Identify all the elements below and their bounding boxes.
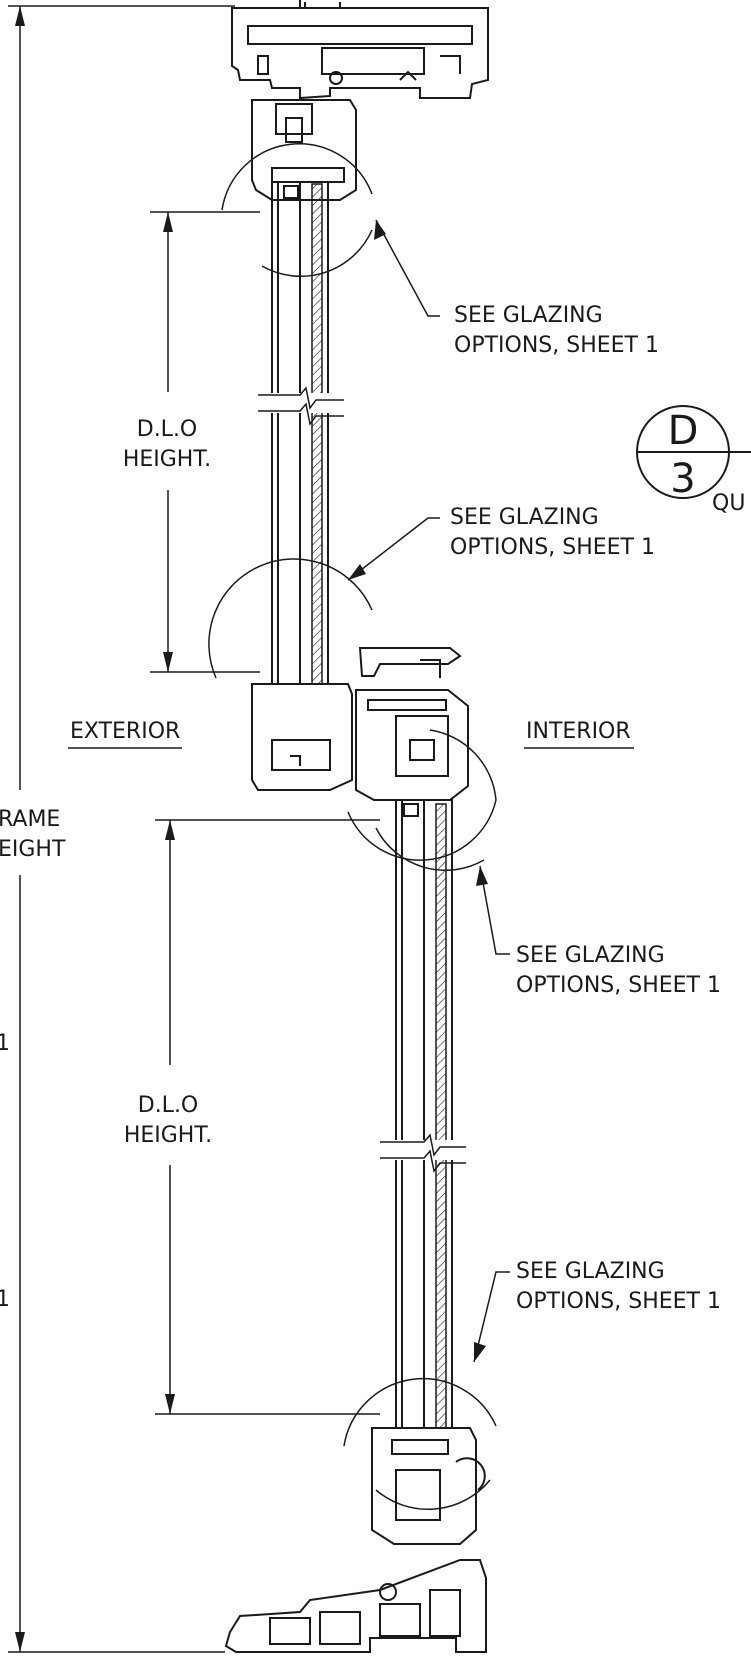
glazing-leader-4 [473,1271,510,1363]
bottom-rail-and-sill [224,1378,497,1653]
lower-glass-unit [380,799,466,1449]
glazing-leader-1 [374,219,440,317]
upper-glass-unit [258,181,344,703]
head-frame-extrusion [231,0,489,100]
glazing-leader-3 [476,865,510,955]
upper-sash-head [221,99,373,277]
exterior-label: EXTERIOR [70,719,180,744]
dlo-lower-label-line2: HEIGHT. [124,1123,212,1148]
glazing-note-3-line2: OPTIONS, SHEET 1 [516,973,721,998]
section-callout-bubble [636,405,751,499]
frame-height-dimension [8,5,235,1653]
dlo-upper-label-line2: HEIGHT. [123,447,211,472]
dlo-upper-label-line1: D.L.O [137,417,198,442]
glazing-leader-2 [347,517,440,581]
callout-top-letter: D [668,408,699,454]
glazing-note-1-line2: OPTIONS, SHEET 1 [454,333,659,358]
dlo-lower-label-line1: D.L.O [138,1093,199,1118]
meeting-rail [208,558,497,871]
frame-height-label-line1: RAME [0,807,60,832]
callout-tail-text: QU [712,491,745,516]
glazing-note-4-line1: SEE GLAZING [516,1259,665,1284]
edge-mark-1: 1 [0,1031,10,1056]
edge-mark-2: 1 [0,1287,10,1312]
glazing-note-1-line1: SEE GLAZING [454,303,603,328]
frame-height-label-line2: EIGHT [0,837,66,862]
glazing-note-2-line1: SEE GLAZING [450,505,599,530]
dlo-upper-dimension [150,211,260,673]
glazing-note-3-line1: SEE GLAZING [516,943,665,968]
interior-label: INTERIOR [526,719,631,744]
glazing-note-4-line2: OPTIONS, SHEET 1 [516,1289,721,1314]
dlo-lower-dimension [155,819,380,1415]
callout-bottom-number: 3 [670,456,695,502]
glazing-note-2-line2: OPTIONS, SHEET 1 [450,535,655,560]
